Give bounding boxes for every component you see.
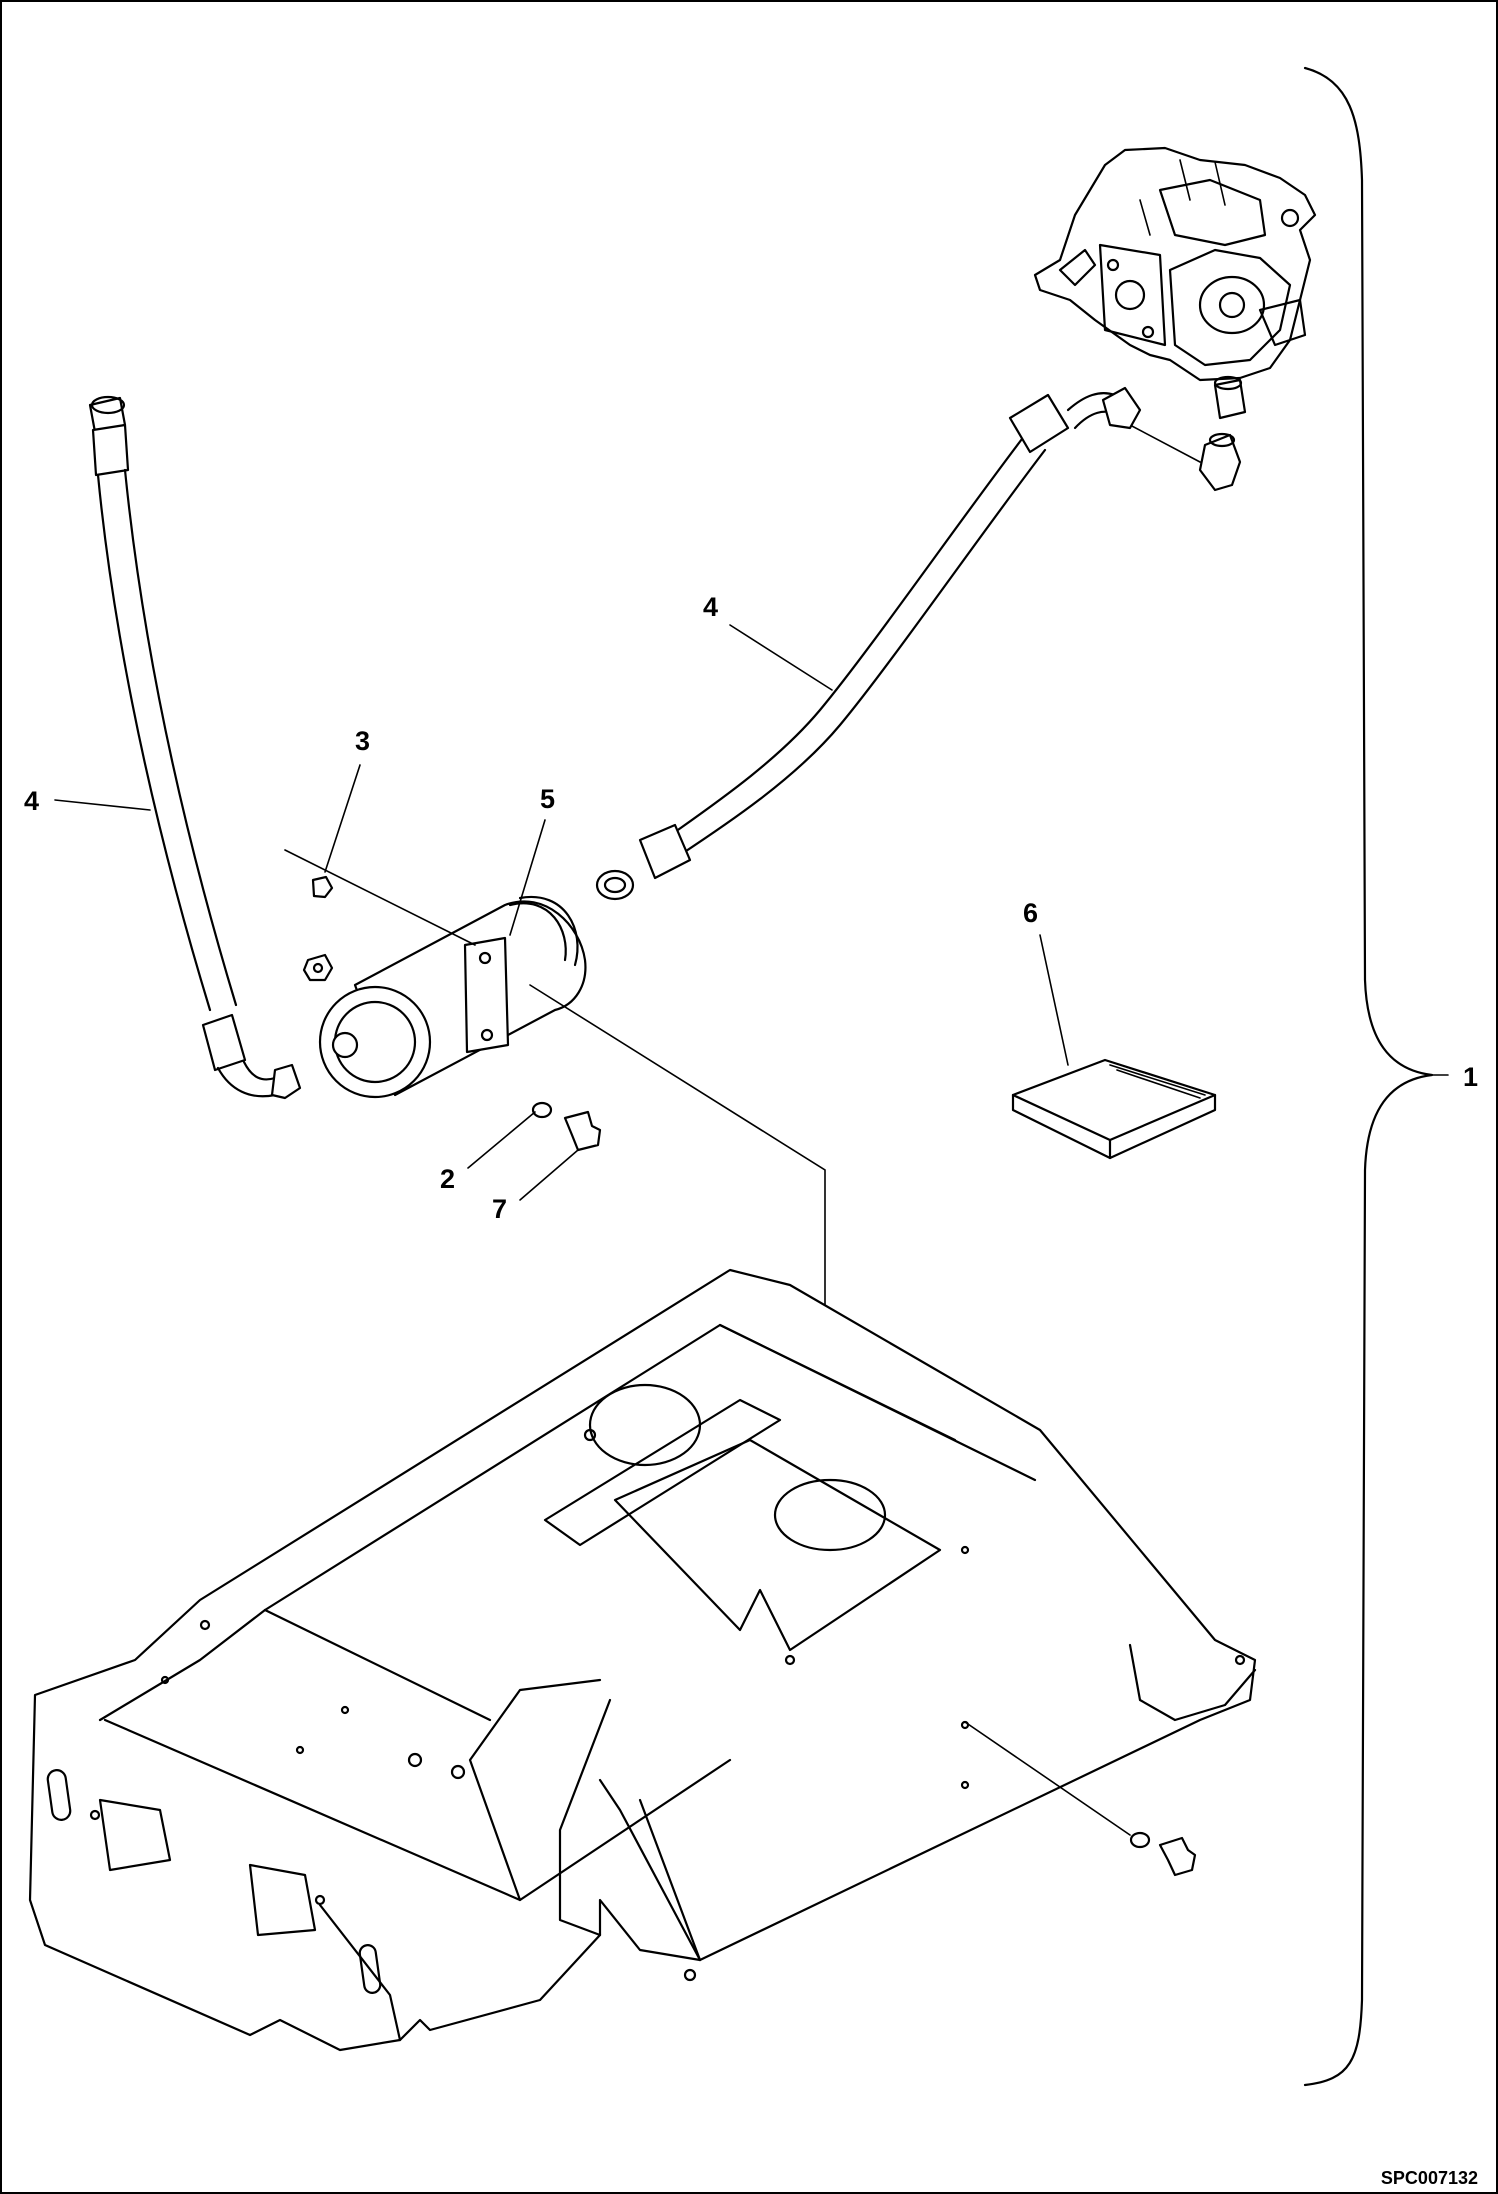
- pump-fittings: [1129, 375, 1247, 492]
- leader-lines: [54, 624, 1449, 1201]
- callout-item-1: 1: [1463, 1062, 1478, 1092]
- machine-frame: [28, 1268, 1257, 2052]
- callout-item-2: 2: [440, 1164, 455, 1194]
- callout-item-7: 7: [492, 1194, 507, 1224]
- hose-upper: [595, 386, 1142, 901]
- callout-item-3: 3: [355, 726, 370, 756]
- callout-item-4-left: 4: [24, 786, 39, 816]
- callout-item-4-upper: 4: [703, 592, 718, 622]
- callout-item-5: 5: [540, 784, 555, 814]
- callout-item-6: 6: [1023, 898, 1038, 928]
- hose-left: [88, 395, 302, 1100]
- hydraulic-pump: [1033, 146, 1317, 382]
- assembly-brace: [1303, 66, 1434, 2087]
- drawing-code: SPC007132: [1381, 2168, 1478, 2188]
- manual-booklet: [1011, 1058, 1217, 1160]
